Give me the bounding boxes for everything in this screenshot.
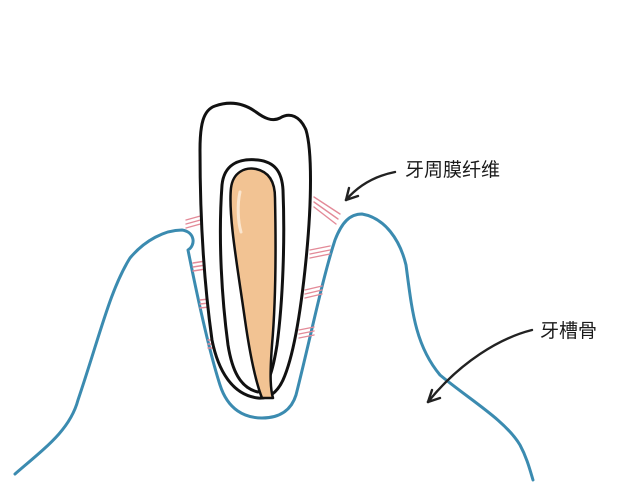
alveolar-bone-outline xyxy=(13,212,535,482)
ligament-fibers-right xyxy=(298,196,341,339)
ligament-arrow xyxy=(344,170,397,202)
label-alveolar-bone: 牙槽骨 xyxy=(540,320,597,342)
label-periodontal-ligament: 牙周膜纤维 xyxy=(405,159,500,181)
pulp-highlight xyxy=(236,190,243,234)
dental-pulp xyxy=(229,167,277,400)
bone-arrow xyxy=(426,328,534,404)
